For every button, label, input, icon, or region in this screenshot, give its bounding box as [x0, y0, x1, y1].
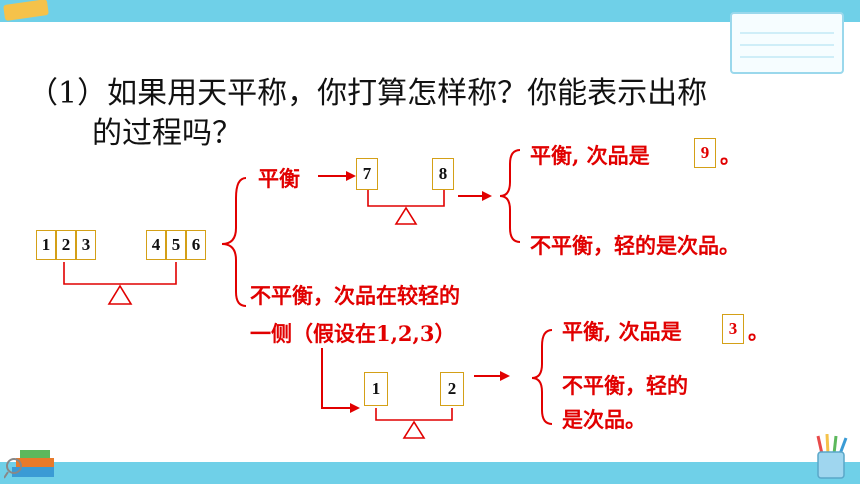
- unbalanced-label-line-1: 不平衡，次品在较轻的: [250, 283, 460, 308]
- unbalanced-label-line-2: 一侧（假设在1,2,3）: [250, 321, 456, 346]
- bottom-banner: [0, 462, 860, 484]
- unbalanced-outcome-prefix: 平衡, 次品是: [562, 319, 682, 344]
- balanced-label: 平衡: [258, 166, 300, 191]
- notecard-icon: [730, 12, 844, 74]
- balanced-outcome-suffix: 。: [720, 143, 741, 168]
- ball-box-8: 8: [432, 158, 454, 190]
- ball-box-1b: 1: [364, 372, 388, 406]
- question-line-2: 的过程吗？: [92, 116, 242, 151]
- ball-box-2b: 2: [440, 372, 464, 406]
- top-banner: [0, 0, 860, 22]
- ball-box-4: 4: [146, 230, 166, 260]
- books-icon: [4, 450, 54, 479]
- ball-box-6: 6: [186, 230, 206, 260]
- answer-box-9: 9: [694, 138, 716, 168]
- balanced-outcome-unbalanced: 不平衡，轻的是次品。: [530, 233, 740, 258]
- ball-box-1: 1: [36, 230, 56, 260]
- unbalanced-outcome-line-1: 不平衡，轻的: [562, 373, 688, 398]
- ball-box-2: 2: [56, 230, 76, 260]
- balanced-outcome-prefix: 平衡, 次品是: [530, 143, 650, 168]
- answer-box-3: 3: [722, 314, 744, 344]
- unbalanced-outcome-line-2: 是次品。: [562, 407, 646, 432]
- ball-box-5: 5: [166, 230, 186, 260]
- pencil-cup-icon: [816, 434, 848, 479]
- ball-box-7: 7: [356, 158, 378, 190]
- unbalanced-outcome-suffix: 。: [748, 319, 769, 344]
- ball-box-3: 3: [76, 230, 96, 260]
- question-line-1: （1）如果用天平称，你打算怎样称？你能表示出称: [28, 76, 708, 111]
